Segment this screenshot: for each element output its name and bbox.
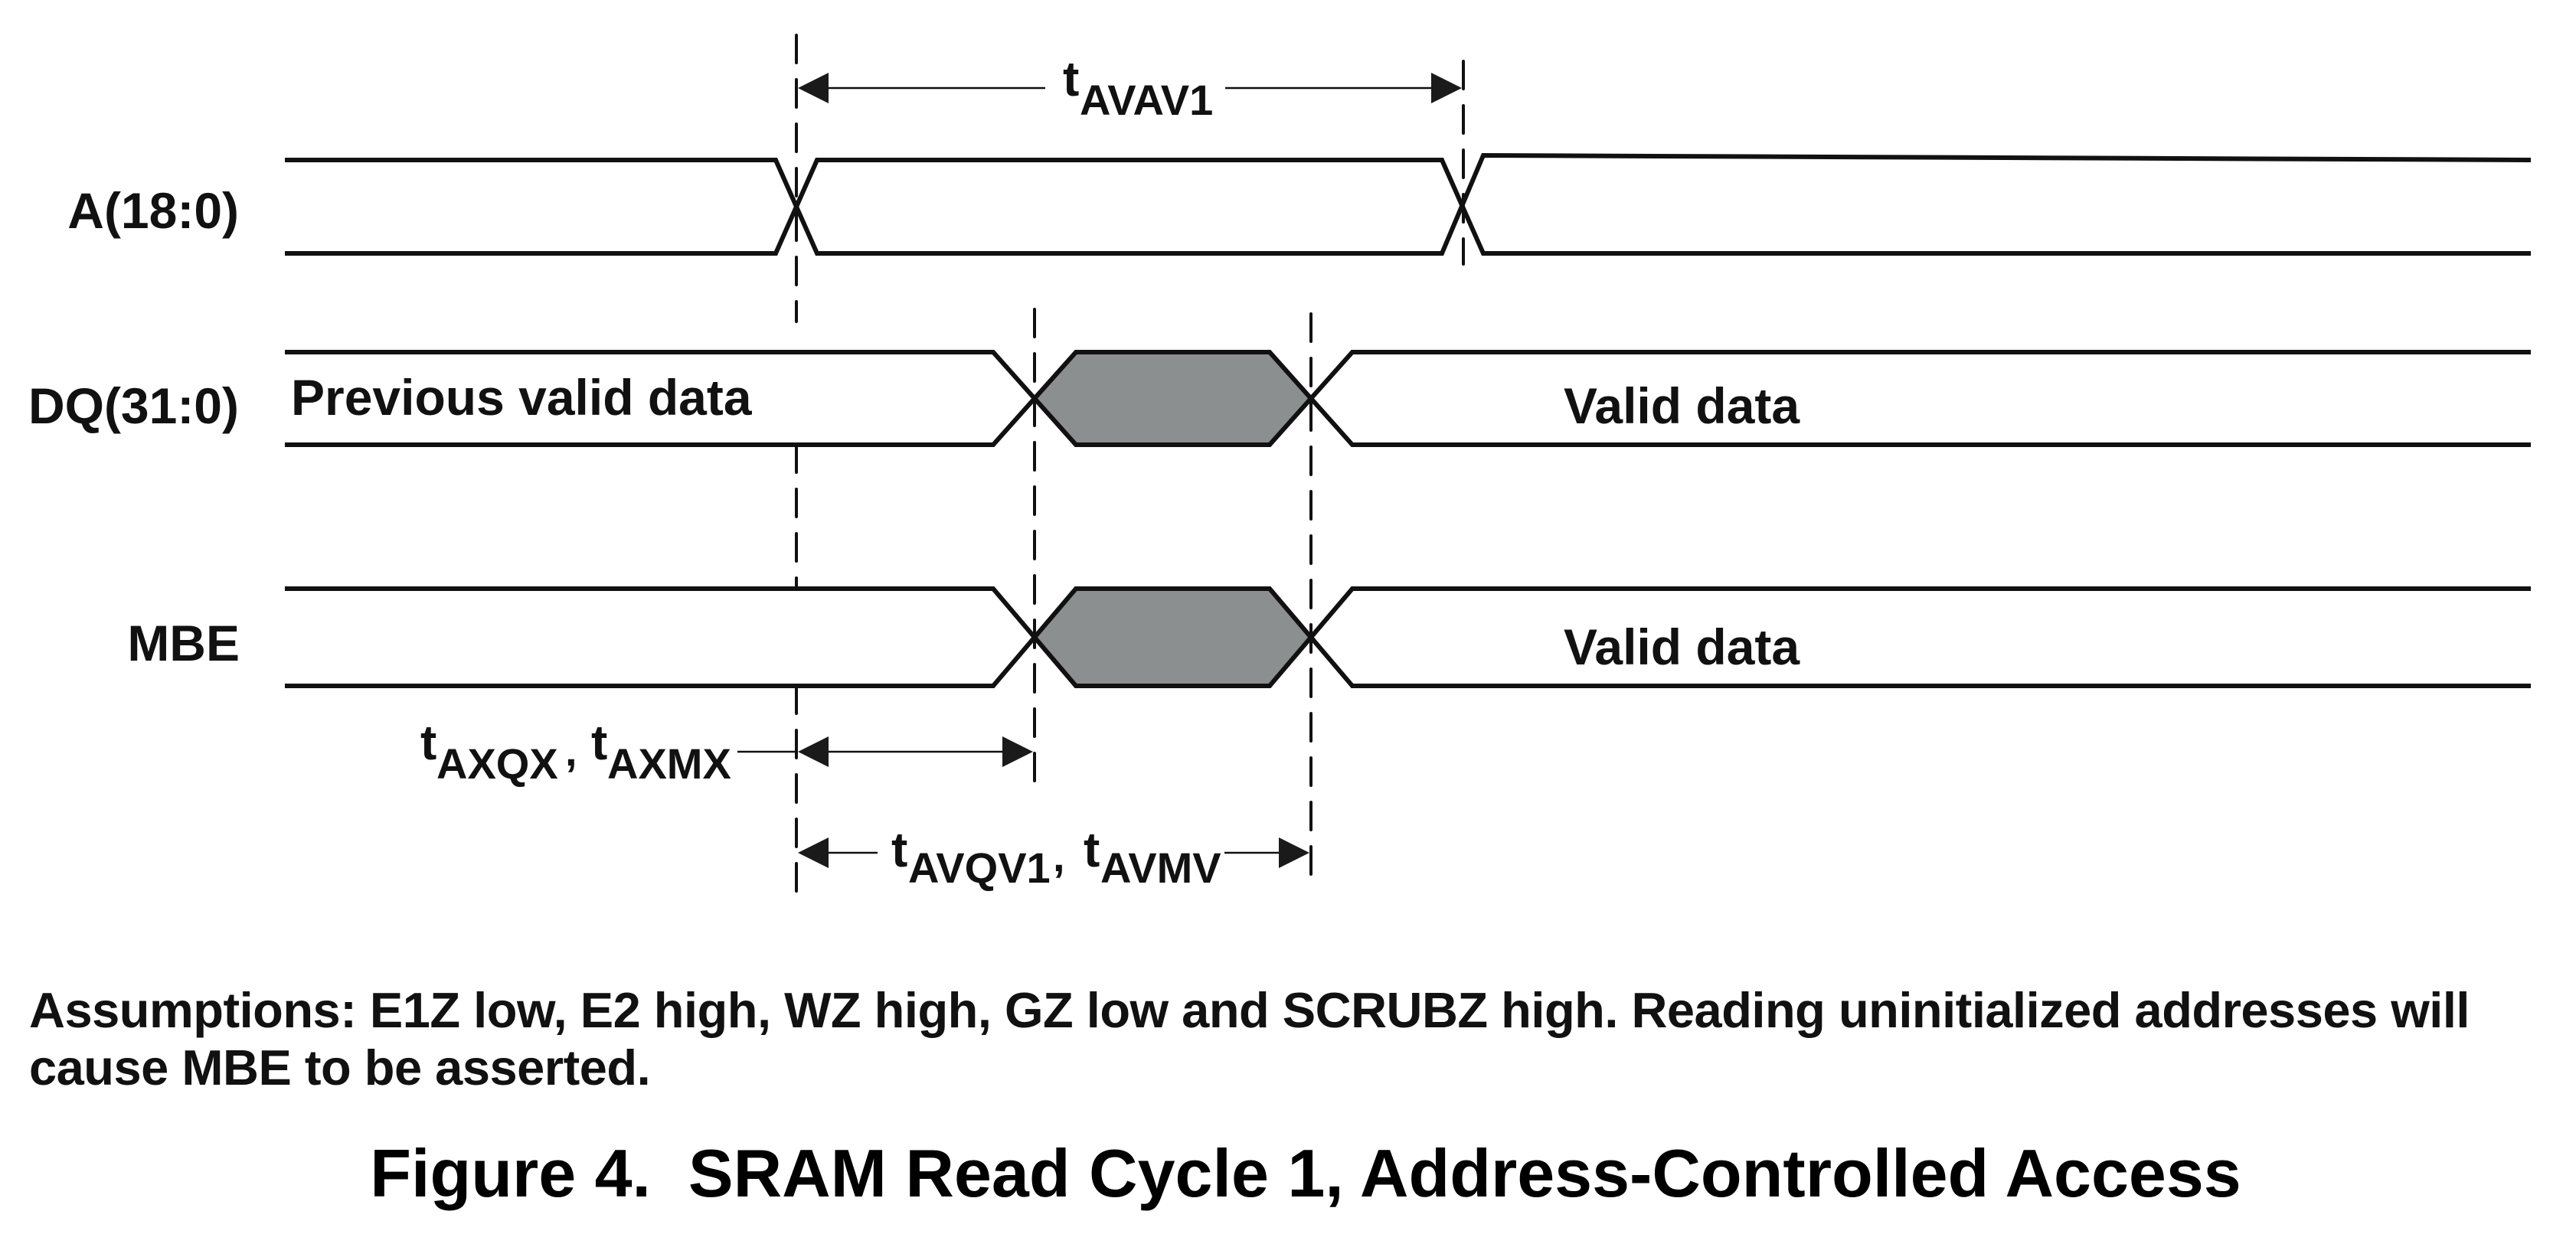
timing-subscript: AVQV1 — [908, 844, 1051, 892]
timing-t: t — [891, 822, 907, 877]
arrowhead-right-icon — [1002, 736, 1033, 767]
mbe-valid-data: Valid data — [1564, 619, 1800, 675]
timing-separator: , — [1053, 832, 1065, 880]
mbe-bus-line-b — [285, 586, 2531, 688]
arrowhead-left-icon — [798, 837, 829, 868]
assumptions-line-1: Assumptions: E1Z low, E2 high, WZ high, … — [29, 982, 2470, 1038]
waveforms — [285, 152, 2532, 688]
dq-bus-line-a — [285, 350, 2531, 447]
address-bus-line-b — [285, 158, 2531, 256]
timing-t: t — [1063, 51, 1079, 106]
timing-subscript: AXQX — [436, 739, 558, 788]
timing-label-taxqx-taxmx: t AXQX , t AXMX — [420, 715, 731, 788]
signal-label-address: A(18:0) — [67, 182, 239, 239]
timing-t: t — [420, 715, 436, 770]
timing-t: t — [591, 715, 607, 770]
arrowhead-right-icon — [1279, 837, 1309, 868]
timing-t: t — [1084, 822, 1100, 877]
dq-bus-line-b — [285, 350, 2531, 447]
figure-caption: Figure 4. SRAM Read Cycle 1, Address-Con… — [370, 1135, 2241, 1211]
mbe-bus-line-a — [285, 586, 2531, 688]
signal-label-mbe: MBE — [127, 615, 240, 671]
address-bus-line-a — [285, 152, 2532, 256]
timing-separator: , — [565, 726, 577, 775]
arrowhead-left-icon — [798, 736, 829, 767]
mbe-unknown-region — [1035, 589, 1311, 686]
dq-unknown-region — [1035, 352, 1311, 445]
timing-label-tavav1: t AVAV1 — [1063, 51, 1213, 124]
dq-valid-data: Valid data — [1564, 377, 1800, 434]
timing-subscript: AVAV1 — [1080, 76, 1213, 124]
timing-subscript: AVMV — [1100, 844, 1221, 892]
signal-label-dq: DQ(31:0) — [28, 377, 239, 434]
reference-lines — [795, 34, 1465, 895]
timing-subscript: AXMX — [607, 739, 731, 788]
arrowhead-left-icon — [798, 73, 829, 103]
assumptions-note: Assumptions: E1Z low, E2 high, WZ high, … — [29, 981, 2576, 1096]
arrowhead-right-icon — [1431, 73, 1462, 103]
assumptions-line-2: cause MBE to be asserted. — [29, 1040, 651, 1095]
timing-label-tavqv1-tavmv: t AVQV1 , t AVMV — [891, 822, 1221, 892]
dq-previous-valid-data: Previous valid data — [291, 369, 753, 426]
dimension-arrows — [737, 73, 1462, 868]
